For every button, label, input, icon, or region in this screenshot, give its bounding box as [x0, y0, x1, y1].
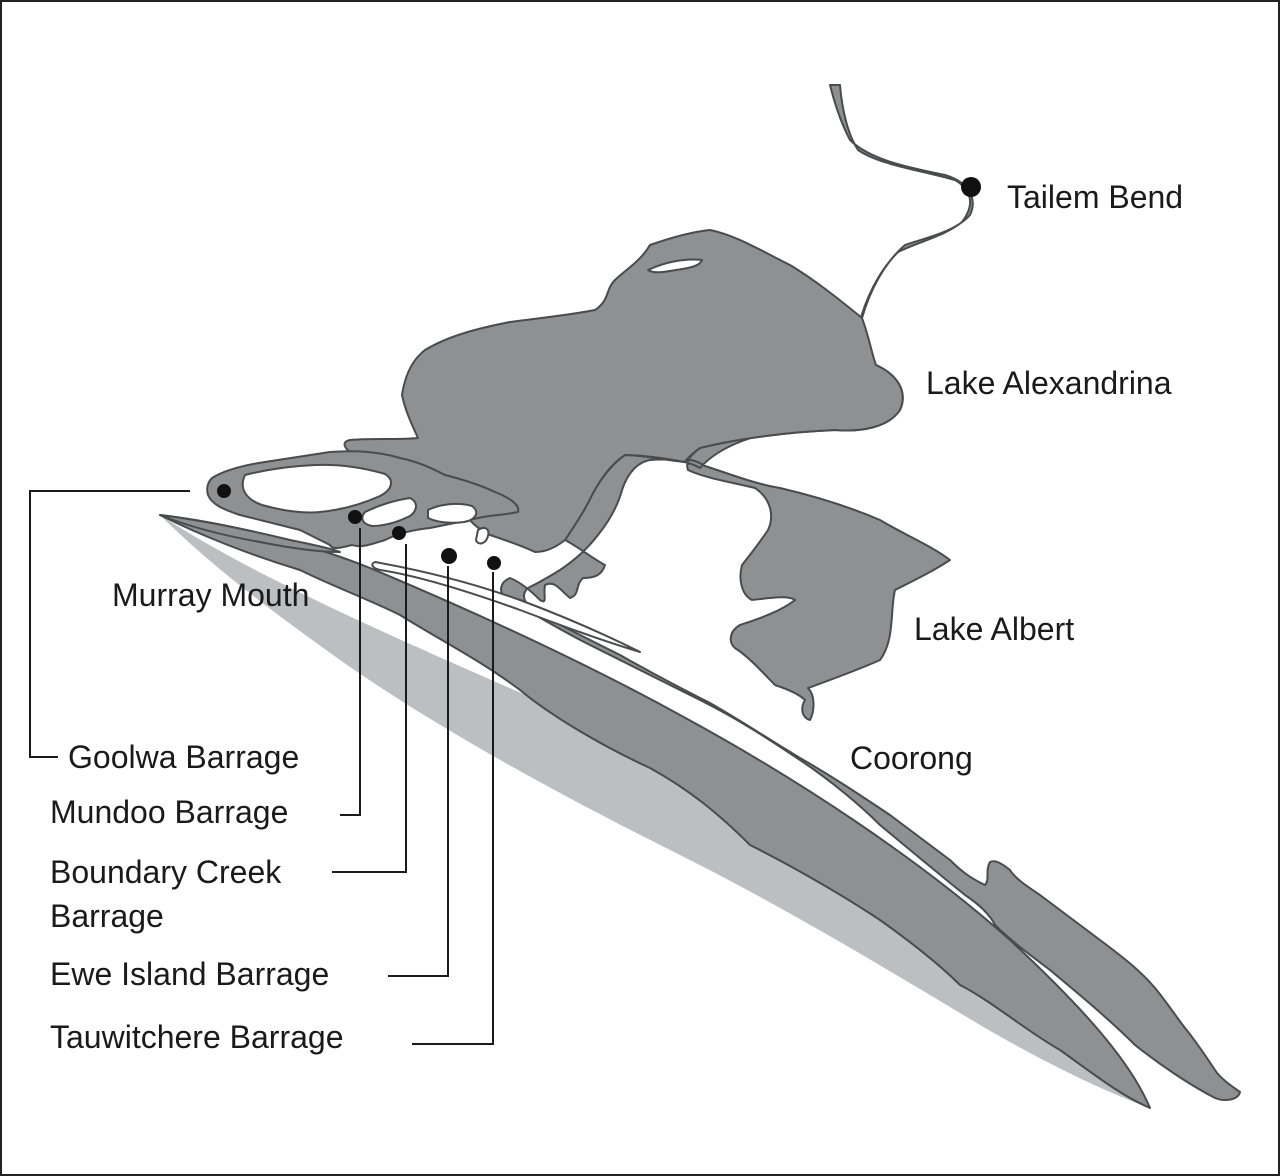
lake-albert-label: Lake Albert	[914, 611, 1074, 647]
tauwitchere-barrage-leader	[412, 572, 494, 1045]
ewe-island-barrage-leader	[388, 566, 449, 977]
lake-alexandrina-body	[343, 229, 904, 553]
hindmarsh-island	[241, 463, 392, 514]
lake-alexandrina-water	[500, 84, 1241, 1101]
boundary-creek-label-line2: Barrage	[50, 898, 164, 934]
mundoo-barrage-marker	[348, 510, 362, 524]
ewe-island-barrage-label: Ewe Island Barrage	[50, 956, 329, 992]
tauwitchere-barrage-marker	[487, 556, 501, 570]
tauwitchere-barrage-label: Tauwitchere Barrage	[50, 1019, 343, 1055]
goolwa-barrage-label: Goolwa Barrage	[68, 739, 299, 775]
murray-mouth-spit	[159, 514, 341, 553]
goolwa-barrage-marker	[217, 484, 231, 498]
murray-mouth-label: Murray Mouth	[112, 577, 309, 613]
ewe-island	[427, 502, 478, 524]
boundary-creek-label-line1: Boundary Creek	[50, 854, 282, 890]
tailem-bend-marker	[961, 177, 981, 197]
ewe-island-barrage-marker	[441, 548, 457, 564]
tauwitchere-island	[475, 527, 490, 545]
goolwa-barrage-leader	[29, 490, 190, 758]
lake-island	[647, 258, 703, 274]
coastal-dunes-light	[160, 515, 1150, 1108]
mundoo-barrage-leader	[340, 528, 361, 816]
inner-peninsula	[371, 561, 641, 653]
tailem-bend-label: Tailem Bend	[1007, 179, 1183, 215]
lake-alexandrina-label: Lake Alexandrina	[926, 365, 1172, 401]
coorong-label: Coorong	[850, 740, 973, 776]
mundoo-island	[361, 497, 417, 527]
boundary-creek-barrage-marker	[392, 526, 406, 540]
boundary-creek-barrage-leader	[332, 544, 407, 873]
mundoo-barrage-label: Mundoo Barrage	[50, 794, 288, 830]
